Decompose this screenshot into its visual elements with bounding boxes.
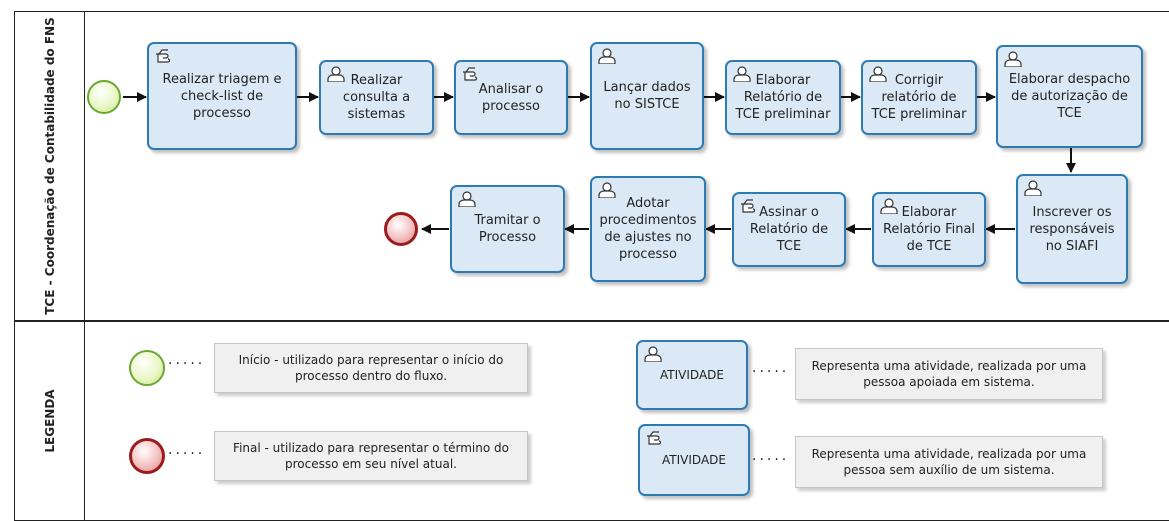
process-lane-header: TCE - Coordenação de Contabilidade do FN… xyxy=(15,12,85,320)
task-label: Analisar o processo xyxy=(478,81,544,114)
legend-user-connector: ····· xyxy=(752,364,790,380)
legend-end-note: Final - utilizado para representar o tér… xyxy=(214,431,528,481)
legend-start-event xyxy=(129,350,165,386)
legend-user-text: Representa uma atividade, realizada por … xyxy=(811,359,1087,389)
sequence-flows xyxy=(123,92,1076,234)
legend-start-note: Início - utilizado para representar o in… xyxy=(214,343,528,393)
task-elaborar-despacho[interactable]: Elaborar despacho de autorização de TCE xyxy=(996,45,1143,148)
legend-manual-activity-label: ATIVIDADE xyxy=(662,452,726,467)
legend-lane-header: LEGENDA xyxy=(15,322,85,520)
legend-end-connector: ····· xyxy=(168,446,206,462)
task-assinar-relatorio[interactable]: Assinar o Relatório de TCE xyxy=(732,192,846,267)
legend-user-note: Representa uma atividade, realizada por … xyxy=(795,348,1103,400)
user-task-icon xyxy=(598,182,616,198)
legend-start-connector: ····· xyxy=(168,356,206,372)
task-analisar-processo[interactable]: Analisar o processo xyxy=(454,60,568,135)
task-label: Inscrever os responsáveis no SIAFI xyxy=(1029,204,1115,254)
task-label: Assinar o Relatório de TCE xyxy=(749,205,829,254)
task-adotar-procedimentos[interactable]: Adotar procedimentos de ajustes no proce… xyxy=(590,176,706,282)
task-elaborar-relatorio-preliminar[interactable]: Elaborar Relatório de TCE preliminar xyxy=(725,60,841,135)
user-task-icon xyxy=(327,66,345,82)
legend-user-activity-label: ATIVIDADE xyxy=(660,367,724,382)
user-task-icon xyxy=(880,198,898,214)
task-label: Elaborar despacho de autorização de TCE xyxy=(1008,72,1131,121)
legend-end-text: Final - utilizado para representar o tér… xyxy=(233,441,509,471)
user-task-icon xyxy=(644,346,662,362)
user-task-icon xyxy=(1004,51,1022,67)
task-label: Elaborar Relatório de TCE preliminar xyxy=(735,73,831,122)
process-pool: TCE - Coordenação de Contabilidade do FN… xyxy=(14,11,1169,321)
task-label: Realizar triagem e check-list de process… xyxy=(162,71,282,121)
user-task-icon xyxy=(458,191,476,207)
manual-task-icon xyxy=(463,67,478,81)
legend-manual-activity: ATIVIDADE xyxy=(638,424,750,496)
legend-manual-connector: ····· xyxy=(752,452,790,468)
legend-manual-note: Representa uma atividade, realizada por … xyxy=(795,436,1103,488)
user-task-icon xyxy=(869,66,887,82)
manual-task-icon xyxy=(156,49,171,63)
legend-manual-text: Representa uma atividade, realizada por … xyxy=(811,447,1087,477)
task-label: Elaborar Relatório Final de TCE xyxy=(882,205,976,254)
task-elaborar-relatorio-final[interactable]: Elaborar Relatório Final de TCE xyxy=(872,192,986,267)
task-inscrever-responsaveis[interactable]: Inscrever os responsáveis no SIAFI xyxy=(1016,174,1128,284)
task-realizar-triagem[interactable]: Realizar triagem e check-list de process… xyxy=(147,42,297,150)
legend-start-text: Início - utilizado para representar o in… xyxy=(238,353,504,383)
legend-user-activity: ATIVIDADE xyxy=(636,340,748,410)
legend-end-event xyxy=(129,438,165,474)
user-task-icon xyxy=(598,48,616,64)
task-label: Lançar dados no SISTCE xyxy=(603,80,691,112)
end-event[interactable] xyxy=(384,212,418,246)
manual-task-icon xyxy=(741,199,756,213)
task-label: Corrigir relatório de TCE preliminar xyxy=(871,73,967,122)
start-event[interactable] xyxy=(87,80,121,114)
task-label: Realizar consulta a sistemas xyxy=(342,73,411,122)
task-label: Tramitar o Processo xyxy=(474,213,541,245)
task-lancar-dados[interactable]: Lançar dados no SISTCE xyxy=(590,42,704,150)
manual-task-icon xyxy=(647,431,662,445)
task-corrigir-relatorio[interactable]: Corrigir relatório de TCE preliminar xyxy=(861,60,977,135)
task-realizar-consulta[interactable]: Realizar consulta a sistemas xyxy=(319,60,434,135)
user-task-icon xyxy=(733,66,751,82)
user-task-icon xyxy=(1024,180,1042,196)
task-label: Adotar procedimentos de ajustes no proce… xyxy=(599,196,697,262)
task-tramitar-processo[interactable]: Tramitar o Processo xyxy=(450,185,565,273)
